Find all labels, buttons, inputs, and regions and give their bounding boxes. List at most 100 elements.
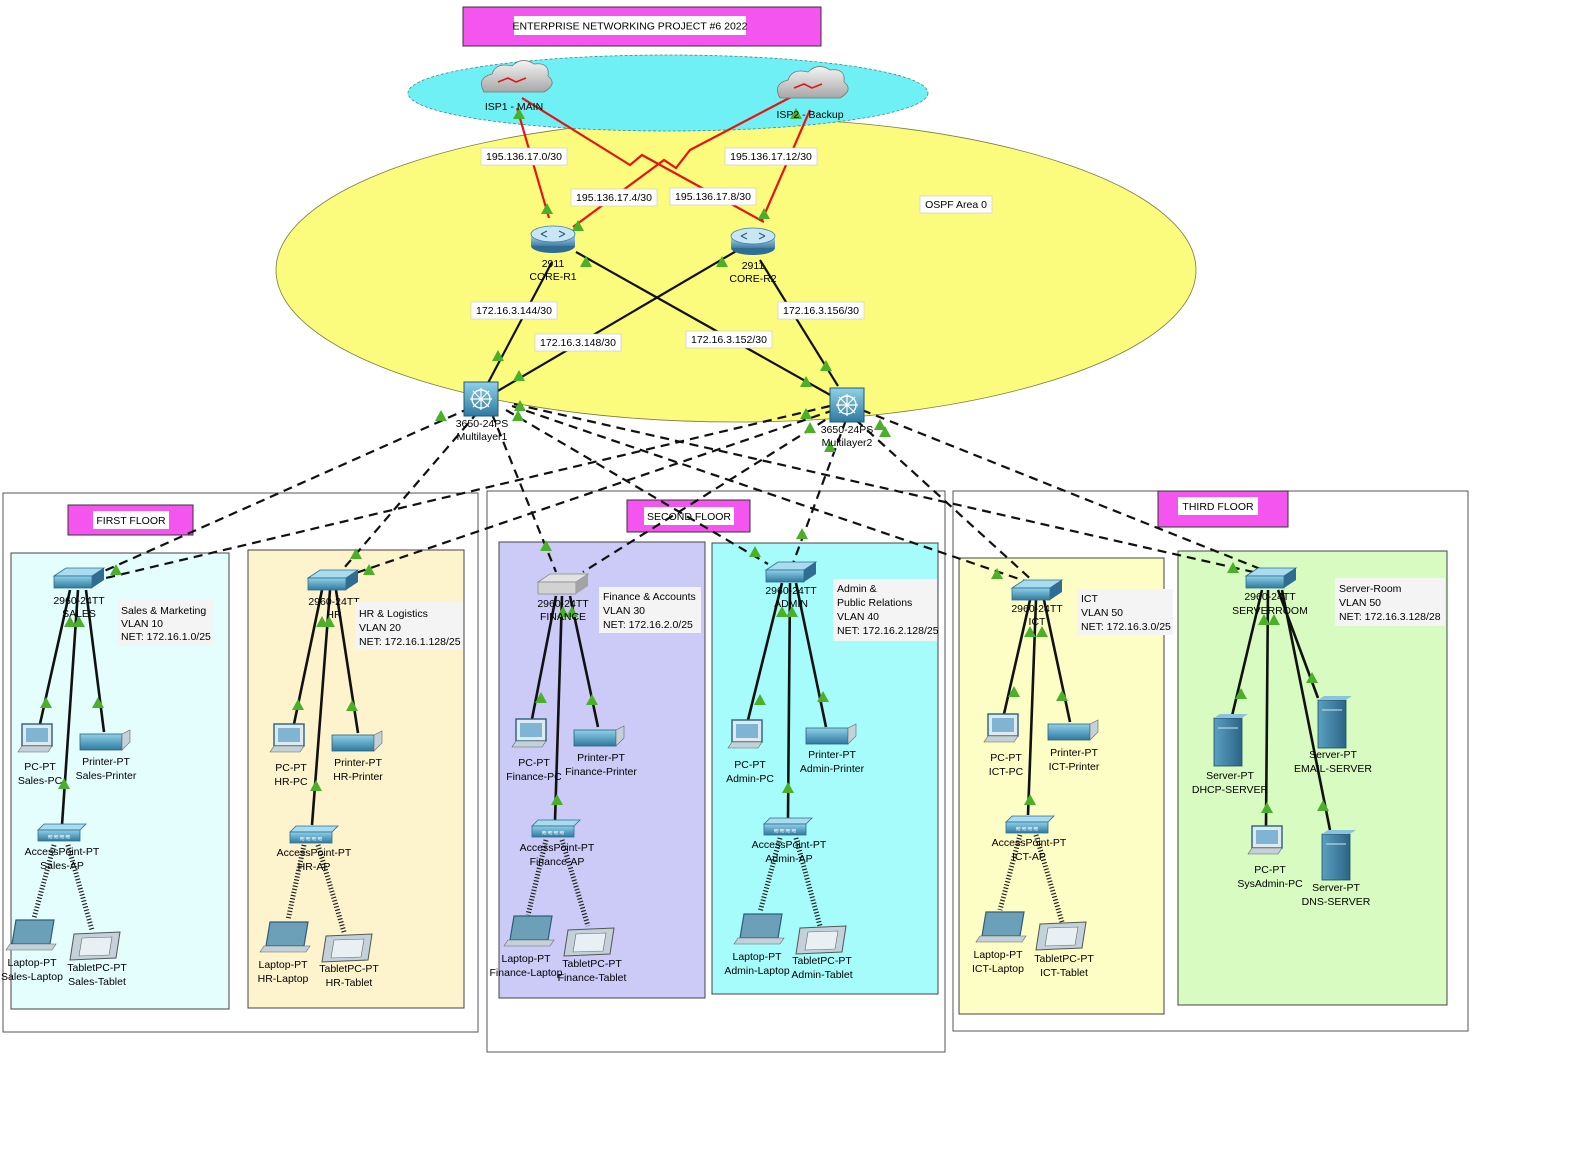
hr-department: 2960-24TT HR HR & Logistics VLAN 20 NET:… [258, 569, 463, 989]
hr-switch[interactable]: 2960-24TT HR [306, 569, 360, 621]
sales-pc-type: PC-PT [24, 761, 56, 773]
sales-pc[interactable]: PC-PT Sales-PC [17, 723, 63, 787]
admin-pc[interactable]: PC-PT Admin-PC [726, 719, 774, 785]
subnet-isp2-r2: 195.136.17.12/30 [730, 151, 812, 163]
port-status-up-icon [323, 616, 335, 627]
ict-switch-label: ICT [1029, 616, 1047, 628]
subnet-r1-ml2: 172.16.3.152/30 [691, 334, 767, 346]
sales-info-line2: VLAN 10 [121, 618, 163, 630]
trunk-ml2-sales [105, 404, 831, 580]
hr-tablet-name: HR-Tablet [326, 977, 373, 989]
port-status-up-icon [790, 108, 802, 119]
subnet-r1-ml1: 172.16.3.144/30 [476, 305, 552, 317]
sales-tablet[interactable]: TabletPC-PT Sales-Tablet [67, 931, 127, 988]
port-status-up-icon [540, 540, 552, 551]
sales-access-point[interactable]: ≋≋≋≋ AccessPoint-PT Sales-AP [25, 823, 100, 872]
ml2-model: 3650-24PS [821, 424, 874, 436]
ml2-label: Multilayer2 [822, 437, 873, 449]
finance-switch[interactable]: 2960-24TT FINANCE [536, 573, 590, 623]
sales-switch-model: 2960-24TT [53, 595, 105, 607]
hr-laptop[interactable]: Laptop-PT HR-Laptop [258, 921, 311, 985]
ict-switch[interactable]: 2960-24TT ICT [1010, 579, 1064, 628]
ict-pc[interactable]: PC-PT ICT-PC [983, 713, 1024, 778]
ict-laptop[interactable]: Laptop-PT ICT-Laptop [972, 911, 1027, 975]
ict-printer[interactable]: Printer-PT ICT-Printer [1047, 719, 1100, 773]
ict-info-line3: NET: 172.16.3.0/25 [1081, 621, 1171, 633]
port-status-up-icon [1317, 800, 1329, 811]
ict-pc-type: PC-PT [990, 752, 1022, 764]
admin-access-point[interactable]: ≋≋≋≋ AccessPoint-PT Admin-AP [752, 817, 827, 865]
finance-laptop[interactable]: Laptop-PT Finance-Laptop [490, 915, 563, 979]
port-status-up-icon [796, 528, 808, 539]
finance-ap-name: Finance-AP [530, 856, 585, 868]
ict-tablet[interactable]: TabletPC-PT ICT-Tablet [1034, 921, 1094, 979]
port-status-up-icon [110, 564, 122, 575]
hr-printer[interactable]: Printer-PT HR-Printer [331, 730, 383, 783]
hr-ap-name: HR-AP [298, 861, 331, 873]
hr-pc-type: PC-PT [275, 762, 307, 774]
admin-tablet-type: TabletPC-PT [792, 955, 852, 967]
port-status-up-icon [350, 548, 362, 559]
admin-printer[interactable]: Printer-PT Admin-Printer [800, 723, 865, 775]
finance-tablet[interactable]: TabletPC-PT Finance-Tablet [558, 927, 627, 984]
port-status-up-icon [879, 426, 891, 437]
multilayer-switch-1[interactable]: 3650-24PS Multilayer1 [456, 381, 509, 443]
hr-tablet[interactable]: TabletPC-PT HR-Tablet [319, 933, 379, 989]
subnet-isp1-r1: 195.136.17.0/30 [486, 151, 562, 163]
sysadmin-pc[interactable]: PC-PT SysAdmin-PC [1237, 825, 1303, 890]
finance-printer[interactable]: Printer-PT Finance-Printer [565, 725, 637, 778]
sales-pc-name: Sales-PC [18, 775, 63, 787]
dhcp-server-name: DHCP-SERVER [1192, 784, 1269, 796]
core-router-r1[interactable]: 2911 CORE-R1 [529, 225, 577, 283]
link-r2-ml1 [495, 249, 739, 393]
email-server-type: Server-PT [1309, 749, 1357, 761]
multilayer-switch-2[interactable]: 3650-24PS Multilayer2 [821, 387, 874, 449]
ict-laptop-type: Laptop-PT [973, 949, 1023, 961]
email-server-name: EMAIL-SERVER [1294, 763, 1372, 775]
svg-text:≋≋≋≋: ≋≋≋≋ [773, 828, 797, 835]
sales-printer-type: Printer-PT [82, 756, 130, 768]
ict-access-point[interactable]: ≋≋≋≋ AccessPoint-PT ICT-AP [992, 815, 1067, 863]
ict-ap-type: AccessPoint-PT [992, 837, 1067, 849]
sales-switch[interactable]: 2960-24TT SALES [52, 567, 106, 620]
hr-access-point[interactable]: ≋≋≋≋ AccessPoint-PT HR-AP [277, 825, 352, 873]
server-room-department: 2960-24TT SERVERROOM Server-Room VLAN 50… [1192, 567, 1445, 908]
dns-server-type: Server-PT [1312, 882, 1360, 894]
port-status-up-icon [551, 794, 563, 805]
ict-printer-name: ICT-Printer [1049, 761, 1100, 773]
dns-server[interactable]: Server-PT DNS-SERVER [1302, 830, 1371, 908]
link-isp1-r2 [521, 97, 765, 223]
svg-text:≋≋≋≋: ≋≋≋≋ [47, 834, 71, 841]
port-status-up-icon [758, 208, 770, 219]
port-status-up-icon [513, 108, 525, 119]
isp1-label: ISP1 - MAIN [485, 101, 543, 113]
sales-laptop[interactable]: Laptop-PT Sales-Laptop [1, 919, 63, 983]
finance-pc[interactable]: PC-PT Finance-PC [506, 718, 562, 783]
trunk-ml1-server [513, 402, 1263, 576]
isp2-cloud[interactable]: ISP2 - Backup [776, 66, 849, 121]
dhcp-server-type: Server-PT [1206, 770, 1254, 782]
finance-pc-type: PC-PT [518, 757, 550, 769]
hr-switch-model: 2960-24TT [308, 596, 360, 608]
admin-laptop[interactable]: Laptop-PT Admin-Laptop [724, 913, 790, 977]
hr-pc[interactable]: PC-PT HR-PC [269, 723, 308, 788]
port-status-up-icon [1268, 614, 1280, 625]
email-server[interactable]: Server-PT EMAIL-SERVER [1294, 696, 1372, 775]
first-floor-text: FIRST FLOOR [96, 515, 166, 527]
trunk-ml1-sales [101, 406, 471, 574]
core-router-r2[interactable]: 2911 CORE-R2 [729, 227, 777, 285]
sales-info-line3: NET: 172.16.1.0/25 [121, 631, 211, 643]
admin-info-line4: NET: 172.16.2.128/25 [837, 625, 939, 637]
dhcp-server[interactable]: Server-PT DHCP-SERVER [1192, 714, 1269, 796]
admin-tablet[interactable]: TabletPC-PT Admin-Tablet [791, 925, 853, 981]
port-status-up-icon [310, 780, 322, 791]
port-status-up-icon [1227, 562, 1239, 573]
project-title: ENTERPRISE NETWORKING PROJECT #6 2022 [513, 21, 748, 33]
admin-switch[interactable]: 2960-24TT ADMIN [764, 561, 818, 610]
finance-access-point[interactable]: ≋≋≋≋ AccessPoint-PT Finance-AP [520, 819, 595, 868]
sales-printer[interactable]: Printer-PT Sales-Printer [76, 729, 137, 782]
port-status-up-icon [541, 203, 553, 214]
server-room-switch[interactable]: 2960-24TT SERVERROOM [1232, 567, 1308, 617]
isp1-cloud[interactable]: ISP1 - MAIN [480, 60, 553, 113]
admin-department: 2960-24TT ADMIN Admin & Public Relations… [724, 561, 939, 981]
